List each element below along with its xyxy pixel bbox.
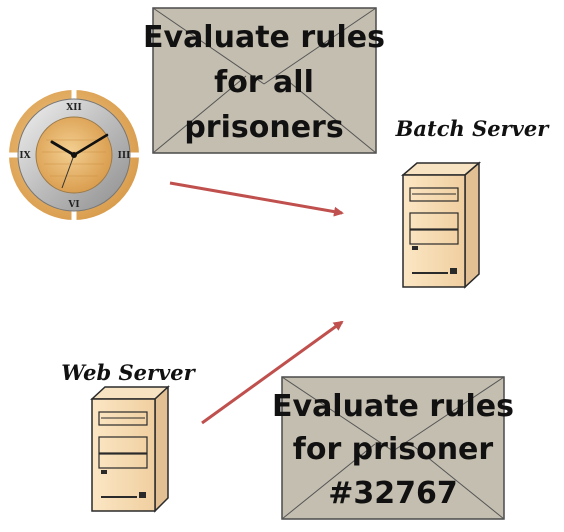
web-server-icon — [90, 385, 170, 513]
envelope-top-line-3: prisoners — [184, 110, 343, 145]
arrow-clock-to-batch — [169, 181, 344, 217]
web-server-label: Web Server — [61, 360, 196, 385]
envelope-bottom-line-1: Evaluate rules — [272, 389, 514, 424]
clock-numeral-6: VI — [67, 200, 79, 210]
clock-numeral-12: XII — [66, 103, 81, 113]
envelope-bottom-line-2: for prisoner — [293, 432, 494, 467]
envelope-bottom-line-3: #32767 — [328, 476, 458, 511]
clock-hour-hand — [50, 140, 76, 157]
clock-minute-hand — [72, 133, 109, 157]
envelope-top-line-1: Evaluate rules — [143, 20, 385, 55]
clock-icon: XII III VI IX — [7, 88, 141, 222]
envelope-top: Evaluate rules for all prisoners — [143, 7, 385, 154]
clock-second-hand — [61, 154, 75, 189]
clock-numeral-3: III — [118, 151, 131, 161]
envelope-top-line-2: for all — [214, 65, 314, 100]
arrow-web-to-batch — [201, 320, 344, 425]
clock-numeral-9: IX — [19, 151, 30, 161]
batch-server-label: Batch Server — [395, 116, 551, 141]
envelope-bottom: Evaluate rules for prisoner #32767 — [272, 376, 514, 520]
batch-server-icon — [400, 161, 482, 289]
